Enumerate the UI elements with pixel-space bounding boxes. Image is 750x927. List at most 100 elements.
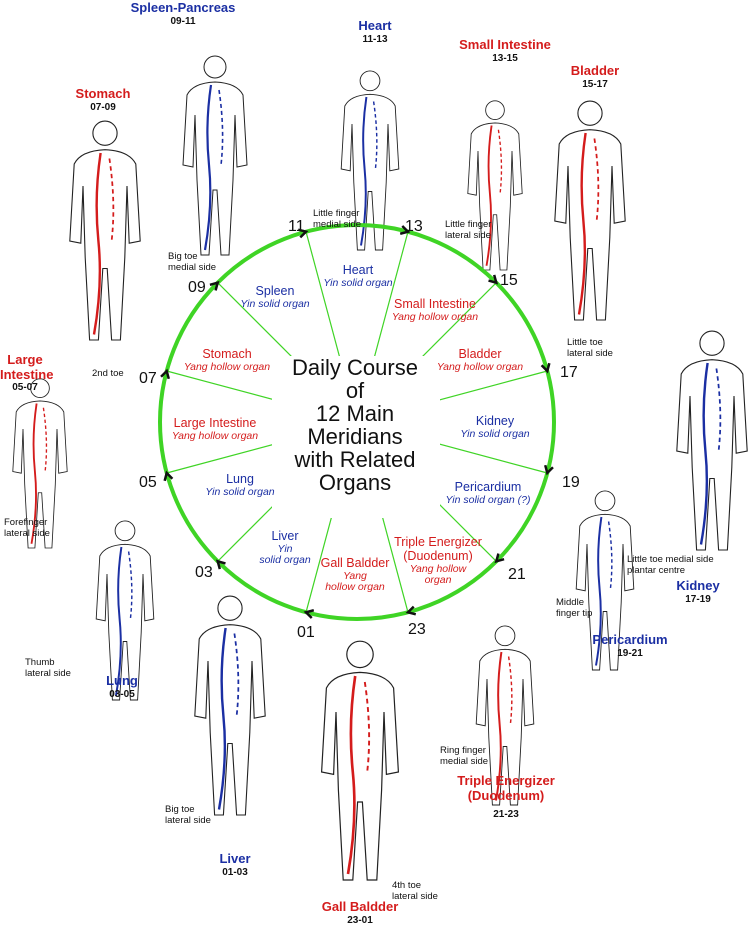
body-figure	[340, 70, 400, 251]
meridian-name: Spleen-Pancreas	[130, 0, 236, 15]
hour-label-11: 11	[288, 218, 305, 235]
center-title-line: 12 Main	[315, 401, 395, 427]
figure-meridian-internal	[715, 368, 722, 452]
segment-type: Yin solid organ	[460, 427, 530, 440]
segment-type: Yang hollow organ	[171, 429, 259, 442]
figure-head	[92, 120, 118, 146]
figure-body	[320, 671, 400, 881]
figure-meridian-line	[577, 132, 587, 315]
figure-meridian-internal	[218, 89, 224, 166]
figure-meridian-line	[485, 125, 493, 266]
segment-bladder: Bladder Yang hollow organ	[425, 347, 535, 373]
figure-meridian-internal	[127, 551, 133, 620]
figure-body	[554, 129, 626, 321]
meridian-spleen-pancreas: Spleen-Pancreas 09-11	[128, 0, 238, 27]
segment-name: Spleen	[255, 284, 295, 298]
figure-head	[203, 55, 227, 79]
body-figure	[95, 520, 155, 701]
ring-arrow	[163, 470, 174, 482]
figure-body	[676, 359, 748, 551]
segment-name: Large Intestine	[173, 416, 257, 430]
meridian-name: Stomach	[75, 86, 131, 101]
hour-label-01: 01	[297, 624, 315, 641]
segment-liver: Liver Yin solid organ	[245, 529, 325, 567]
meridian-name: Heart	[358, 18, 392, 33]
figure-head	[359, 70, 381, 92]
meridian-time: 01-03	[222, 866, 248, 878]
ring-arrow	[494, 553, 505, 564]
note-triple-energizer: Ring finger medial side	[440, 745, 489, 767]
figure-body	[194, 624, 266, 816]
segment-type: Yin solid organ (?)	[445, 493, 531, 506]
hour-label-05: 05	[139, 474, 157, 491]
meridian-liver: Liver 01-03	[205, 851, 265, 878]
segment-type: Yin solid organ	[323, 276, 393, 289]
note-spleen: Big toe medial side	[168, 251, 217, 273]
meridian-name: Gall Baldder	[321, 899, 399, 914]
segment-name: Pericardium	[454, 480, 522, 494]
meridian-time: 19-21	[617, 647, 643, 659]
segment-name: Kidney	[475, 414, 515, 428]
meridian-time: 13-15	[492, 52, 518, 64]
note-gall-bladder: 4th toe lateral side	[392, 880, 438, 902]
body-figure	[194, 595, 266, 816]
figure-meridian-line	[203, 84, 213, 251]
meridian-time: 21-23	[493, 809, 519, 821]
segment-name: Triple Energizer (Duodenum)	[394, 535, 482, 563]
note-stomach: 2nd toe	[92, 368, 124, 379]
segment-type: Yin solid organ	[205, 485, 275, 498]
segment-type: Yin solid organ	[240, 297, 310, 310]
figure-body	[467, 122, 523, 271]
figure-meridian-line	[92, 152, 102, 335]
segment-type: Yang hollow organ	[436, 360, 524, 373]
note-lung: Thumb lateral side	[25, 657, 71, 679]
segment-name: Gall Baldder	[320, 556, 390, 570]
hour-label-21: 21	[508, 566, 526, 583]
figure-meridian-internal	[108, 158, 115, 242]
meridian-large-intestine: Large Intestine 05-07	[0, 352, 53, 393]
figure-head	[485, 100, 505, 120]
ring-arrow	[540, 362, 551, 374]
meridian-name: Kidney	[676, 578, 720, 593]
ring-arrow	[209, 280, 220, 291]
segment-large-intestine: Large Intestine Yang hollow organ	[160, 416, 270, 442]
body-figure	[475, 625, 535, 806]
figure-head	[699, 330, 725, 356]
segment-name: Lung	[226, 472, 254, 486]
note-large-intestine: Forefinger lateral side	[4, 517, 50, 539]
figure-head	[114, 520, 136, 542]
meridian-name: Pericardium	[592, 632, 668, 647]
segment-small-intestine: Small Intestine Yang hollow organ	[380, 297, 490, 323]
hour-label-17: 17	[560, 364, 578, 381]
body-figure	[320, 640, 400, 881]
note-liver: Big toe lateral side	[165, 804, 211, 826]
figure-body	[182, 81, 248, 256]
ring-arrow	[488, 274, 499, 285]
hour-label-03: 03	[195, 564, 213, 581]
meridian-pericardium: Pericardium 19-21	[580, 632, 680, 659]
figure-meridian-internal	[593, 138, 600, 222]
figure-head	[30, 378, 50, 398]
center-title: Daily Course of 12 Main Meridians with R…	[270, 356, 440, 495]
figure-meridian-line	[115, 546, 123, 696]
figure-head	[577, 100, 603, 126]
meridian-name: Bladder	[570, 63, 620, 78]
figure-meridian-line	[346, 675, 357, 875]
meridian-name: Lung	[106, 673, 138, 688]
meridian-time: 11-13	[362, 33, 388, 45]
body-figures	[12, 55, 748, 881]
segment-gall-bladder: Gall Baldder Yang hollow organ	[310, 556, 400, 594]
meridian-lung: Lung 03-05	[92, 673, 152, 700]
meridian-time: 03-05	[109, 688, 135, 700]
center-title-line: of	[345, 378, 365, 404]
figure-meridian-internal	[363, 681, 371, 773]
figure-meridian-internal	[372, 101, 378, 170]
note-kidney: Little toe medial side plantar centre	[627, 554, 714, 576]
meridian-time: 07-09	[90, 101, 116, 113]
segment-kidney: Kidney Yin solid organ	[440, 414, 550, 440]
meridian-name: Small Intestine	[459, 37, 551, 52]
meridian-time: 09-11	[170, 15, 196, 27]
figure-body	[69, 149, 141, 341]
body-figure	[554, 100, 626, 321]
